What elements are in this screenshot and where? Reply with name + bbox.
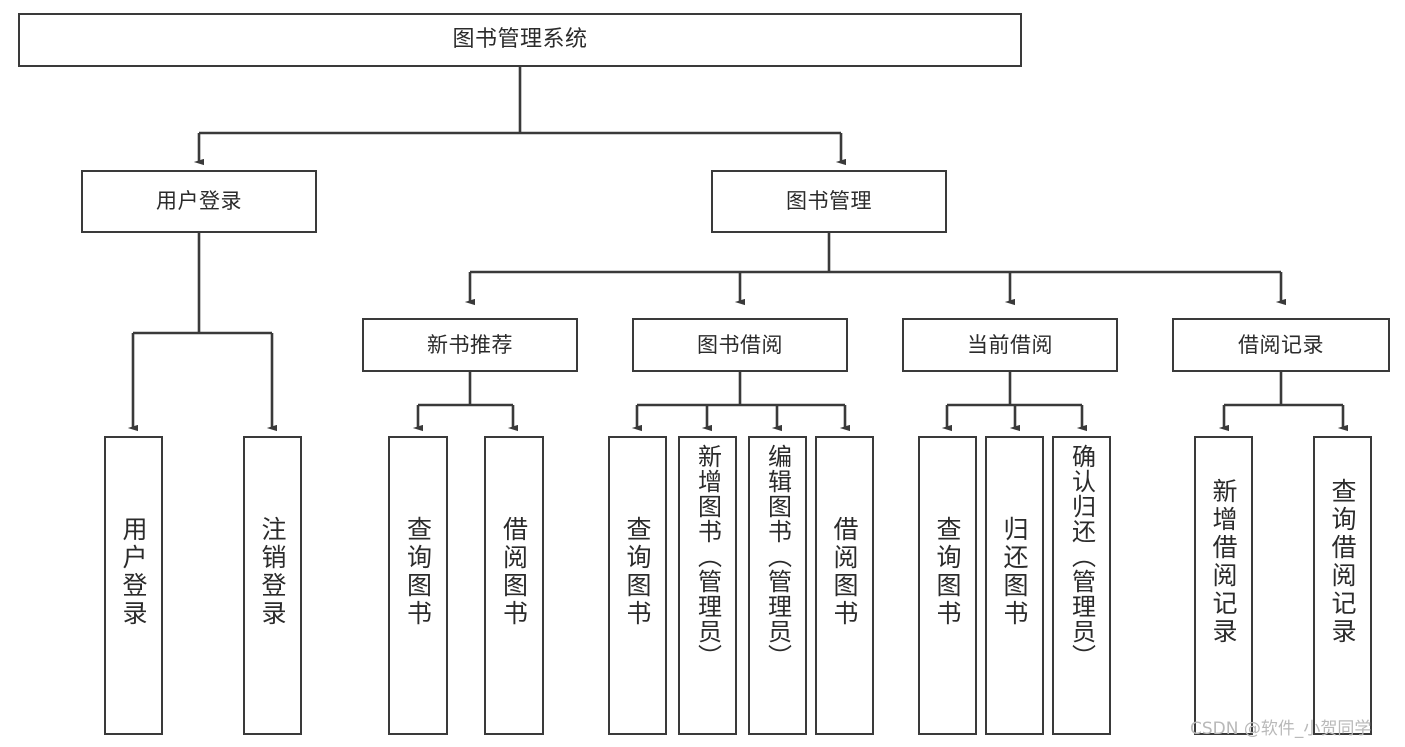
node-new-book-recommend[interactable]: 新书推荐: [362, 318, 578, 372]
node-label: 新增借阅记录: [1209, 478, 1238, 646]
node-leaf-borrow-book-2[interactable]: 借阅图书: [815, 436, 874, 735]
node-book-management[interactable]: 图书管理: [711, 170, 947, 233]
node-leaf-edit-book[interactable]: 编辑图书（管理员）: [748, 436, 807, 735]
node-leaf-confirm-return[interactable]: 确认归还（管理员）: [1052, 436, 1111, 735]
node-current-borrow[interactable]: 当前借阅: [902, 318, 1118, 372]
node-label: 借阅图书: [830, 516, 859, 628]
node-leaf-add-book[interactable]: 新增图书（管理员）: [678, 436, 737, 735]
node-label: 用户登录: [156, 189, 242, 214]
node-leaf-borrow-book-1[interactable]: 借阅图书: [484, 436, 544, 735]
node-user-login[interactable]: 用户登录: [81, 170, 317, 233]
node-book-borrow[interactable]: 图书借阅: [632, 318, 848, 372]
node-label: 确认归还（管理员）: [1067, 444, 1096, 669]
node-label: 编辑图书（管理员）: [763, 444, 792, 669]
node-label: 图书管理: [786, 189, 872, 214]
node-label: 归还图书: [1000, 516, 1029, 628]
node-leaf-add-borrow-record[interactable]: 新增借阅记录: [1194, 436, 1253, 735]
node-leaf-query-book-1[interactable]: 查询图书: [388, 436, 448, 735]
node-leaf-user-login[interactable]: 用户登录: [104, 436, 163, 735]
node-label: 查询图书: [623, 516, 652, 628]
node-label: 图书借阅: [697, 332, 783, 357]
node-borrow-record[interactable]: 借阅记录: [1172, 318, 1390, 372]
node-root-system[interactable]: 图书管理系统: [18, 13, 1022, 67]
node-label: 查询借阅记录: [1328, 478, 1357, 646]
watermark-text: CSDN @软件_小贺同学: [1190, 719, 1372, 739]
node-label: 图书管理系统: [452, 27, 588, 53]
node-label: 查询图书: [403, 516, 433, 628]
node-label: 注销登录: [258, 516, 287, 628]
node-label: 借阅记录: [1238, 332, 1324, 357]
node-leaf-query-borrow-record[interactable]: 查询借阅记录: [1313, 436, 1372, 735]
node-label: 新书推荐: [427, 332, 513, 357]
node-label: 当前借阅: [967, 332, 1053, 357]
node-label: 查询图书: [933, 516, 962, 628]
node-leaf-query-book-3[interactable]: 查询图书: [918, 436, 977, 735]
node-leaf-query-book-2[interactable]: 查询图书: [608, 436, 667, 735]
node-label: 借阅图书: [499, 516, 529, 628]
node-leaf-logout-login[interactable]: 注销登录: [243, 436, 302, 735]
node-label: 用户登录: [119, 516, 148, 628]
node-leaf-return-book[interactable]: 归还图书: [985, 436, 1044, 735]
node-label: 新增图书（管理员）: [693, 444, 722, 669]
